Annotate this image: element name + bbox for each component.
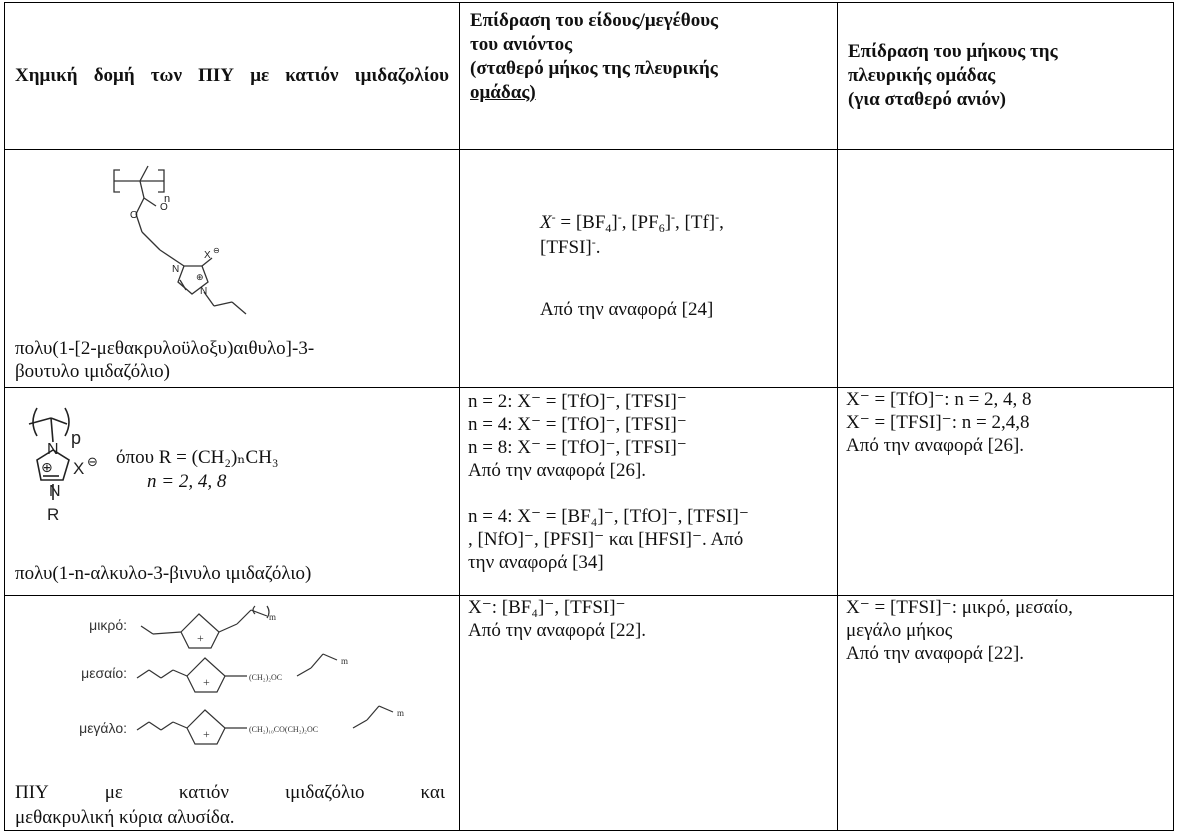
- svg-text:N: N: [47, 441, 59, 458]
- svg-text:X: X: [204, 250, 211, 261]
- row1-anion-reference: Από την αναφορά [24]: [540, 299, 714, 320]
- row2-name: πολυ(1-n-αλκυλο-3-βινυλο ιμιδαζόλιο): [15, 563, 312, 584]
- svg-text:m: m: [341, 656, 348, 666]
- row3-length-line1: X⁻ = [TFSI]⁻: μικρό, μεσαίο,: [846, 597, 1073, 618]
- header-anion-line3: (σταθερό μήκος της πλευρικής: [470, 58, 718, 79]
- svg-text:⊖: ⊖: [213, 246, 220, 255]
- header-length-line3: (για σταθερό ανιόν): [848, 89, 1006, 110]
- row3-anion-cell: X⁻: [BF₄]⁻, [TFSI]⁻ Από την αναφορά [22]…: [459, 595, 838, 831]
- row3-length-reference: Από την αναφορά [22].: [846, 643, 1025, 664]
- row2-anion-cell: n = 2: X⁻ = [TfO]⁻, [TFSI]⁻ n = 4: X⁻ = …: [459, 387, 838, 596]
- row2-anion-extra-line2: , [NfO]⁻, [PFSI]⁻ και [HFSI]⁻. Από: [468, 529, 744, 550]
- row3-label-large: μεγάλο:: [79, 720, 127, 736]
- row2-structure-cell: p N ⊕ X ⊖ N R όπου R = (CH₂)ₙCH₃ n = 2, …: [4, 387, 460, 596]
- row2-n-values: n = 2, 4, 8: [147, 471, 227, 492]
- row2-length-cell: X⁻ = [TfO]⁻: n = 2, 4, 8 X⁻ = [TFSI]⁻: n…: [837, 387, 1174, 596]
- header-anion-effect: Επίδραση του είδους/μεγέθους του ανιόντο…: [459, 2, 838, 150]
- row3-name-line1: ΠΙΥ με κατιόν ιμιδαζόλιο και: [15, 781, 445, 804]
- comparison-table: Χημική δομή των ΠΙΥ με κατιόν ιμιδαζολίο…: [4, 2, 1174, 831]
- row1-name-line1: πολυ(1-[2-μεθακρυλοϋλοξυ)αιθυλο]-3-: [15, 338, 315, 359]
- svg-text:⊕: ⊕: [196, 272, 204, 282]
- header-anion-line4: ομάδας): [470, 82, 536, 103]
- svg-text:N: N: [200, 286, 207, 297]
- svg-text:m: m: [397, 708, 404, 718]
- table-row: n O O N ⊕ X ⊖ N πολυ(1-[2-μεθακρυλοϋλοξυ…: [4, 149, 1174, 388]
- row1-length-cell: [837, 149, 1174, 388]
- row1-structure-drawing: n O O N ⊕ X ⊖ N: [113, 165, 247, 315]
- svg-text:m: m: [269, 612, 276, 622]
- row1-structure-cell: n O O N ⊕ X ⊖ N πολυ(1-[2-μεθακρυλοϋλοξυ…: [4, 149, 460, 388]
- header-length-line2: πλευρικής ομάδας: [848, 65, 996, 86]
- row3-name-word: ΠΙΥ: [15, 782, 49, 803]
- svg-text:n: n: [164, 193, 170, 205]
- row3-name-word: και: [420, 782, 445, 803]
- svg-text:(CH₂)₁₀CO(CH₂)₂OC: (CH₂)₁₀CO(CH₂)₂OC: [249, 725, 318, 734]
- svg-text:p: p: [71, 428, 81, 448]
- header-structure: Χημική δομή των ΠΙΥ με κατιόν ιμιδαζολίο…: [4, 2, 460, 150]
- table-row: μικρό: + m μεσαίο:: [4, 595, 1174, 831]
- svg-text:X: X: [73, 459, 84, 478]
- row1-anion-list: X- = [BF4]-, [PF6]-, [Tf]-, [TFSI]-.: [540, 210, 724, 258]
- row2-structure-drawing: p N ⊕ X ⊖ N R: [28, 407, 98, 524]
- svg-text:O: O: [160, 202, 168, 213]
- row1-anion-cell: X- = [BF4]-, [PF6]-, [Tf]-, [TFSI]-. Από…: [459, 149, 838, 388]
- row2-anion-line: n = 4: X⁻ = [TfO]⁻, [TFSI]⁻: [468, 414, 687, 435]
- row2-anion-extra-line1: n = 4: X⁻ = [BF₄]⁻, [TfO]⁻, [TFSI]⁻: [468, 506, 749, 527]
- row3-anion-line1: X⁻: [BF₄]⁻, [TFSI]⁻: [468, 597, 626, 618]
- row2-length-line: X⁻ = [TfO]⁻: n = 2, 4, 8: [846, 389, 1032, 410]
- row3-name-word: ιμιδαζόλιο: [284, 782, 365, 803]
- row3-name-word: κατιόν: [178, 782, 230, 803]
- svg-text:+: +: [197, 631, 204, 645]
- row2-where-r: όπου R = (CH₂)ₙCH₃: [116, 447, 279, 468]
- row3-name-word: με: [104, 782, 123, 803]
- row3-anion-reference: Από την αναφορά [22].: [468, 620, 647, 641]
- row3-length-cell: X⁻ = [TFSI]⁻: μικρό, μεσαίο, μεγάλο μήκο…: [837, 595, 1174, 831]
- row2-anion-line: n = 8: X⁻ = [TfO]⁻, [TFSI]⁻: [468, 437, 687, 458]
- svg-text:+: +: [203, 727, 210, 741]
- svg-text:⊖: ⊖: [87, 454, 98, 469]
- table-row: p N ⊕ X ⊖ N R όπου R = (CH₂)ₙCH₃ n = 2, …: [4, 387, 1174, 596]
- svg-text:(CH₂)₂OC: (CH₂)₂OC: [249, 673, 282, 682]
- svg-text:N: N: [172, 264, 179, 275]
- svg-text:O: O: [130, 210, 138, 221]
- row2-anion-line: n = 2: X⁻ = [TfO]⁻, [TFSI]⁻: [468, 391, 687, 412]
- header-anion-line2: του ανιόντος: [470, 34, 573, 55]
- row1-name-line2: βουτυλο ιμιδαζόλιο): [15, 361, 170, 382]
- row2-length-reference: Από την αναφορά [26].: [846, 435, 1025, 456]
- svg-text:⊕: ⊕: [41, 459, 53, 475]
- row2-anion-reference: Από την αναφορά [26].: [468, 460, 647, 481]
- header-length-effect: Επίδραση του μήκους της πλευρικής ομάδας…: [837, 2, 1174, 150]
- row3-structure-drawing: μικρό: + m μεσαίο:: [79, 605, 404, 745]
- row3-label-medium: μεσαίο:: [81, 665, 127, 681]
- row3-structure-cell: μικρό: + m μεσαίο:: [4, 595, 460, 831]
- header-structure-text: Χημική δομή των ΠΙΥ με κατιόν ιμιδαζολίο…: [15, 65, 449, 86]
- row3-name-line2: μεθακρυλική κύρια αλυσίδα.: [15, 807, 235, 828]
- header-length-line1: Επίδραση του μήκους της: [848, 41, 1058, 62]
- svg-text:R: R: [47, 505, 59, 524]
- row2-anion-extra-line3: την αναφορά [34]: [468, 552, 604, 573]
- row2-length-line: X⁻ = [TFSI]⁻: n = 2,4,8: [846, 412, 1030, 433]
- table-header-row: Χημική δομή των ΠΙΥ με κατιόν ιμιδαζολίο…: [4, 2, 1174, 150]
- svg-text:N: N: [49, 483, 61, 500]
- header-anion-line1: Επίδραση του είδους/μεγέθους: [470, 10, 719, 31]
- row3-length-line2: μεγάλο μήκος: [846, 620, 953, 641]
- row3-label-small: μικρό:: [89, 617, 127, 633]
- svg-text:+: +: [203, 675, 210, 689]
